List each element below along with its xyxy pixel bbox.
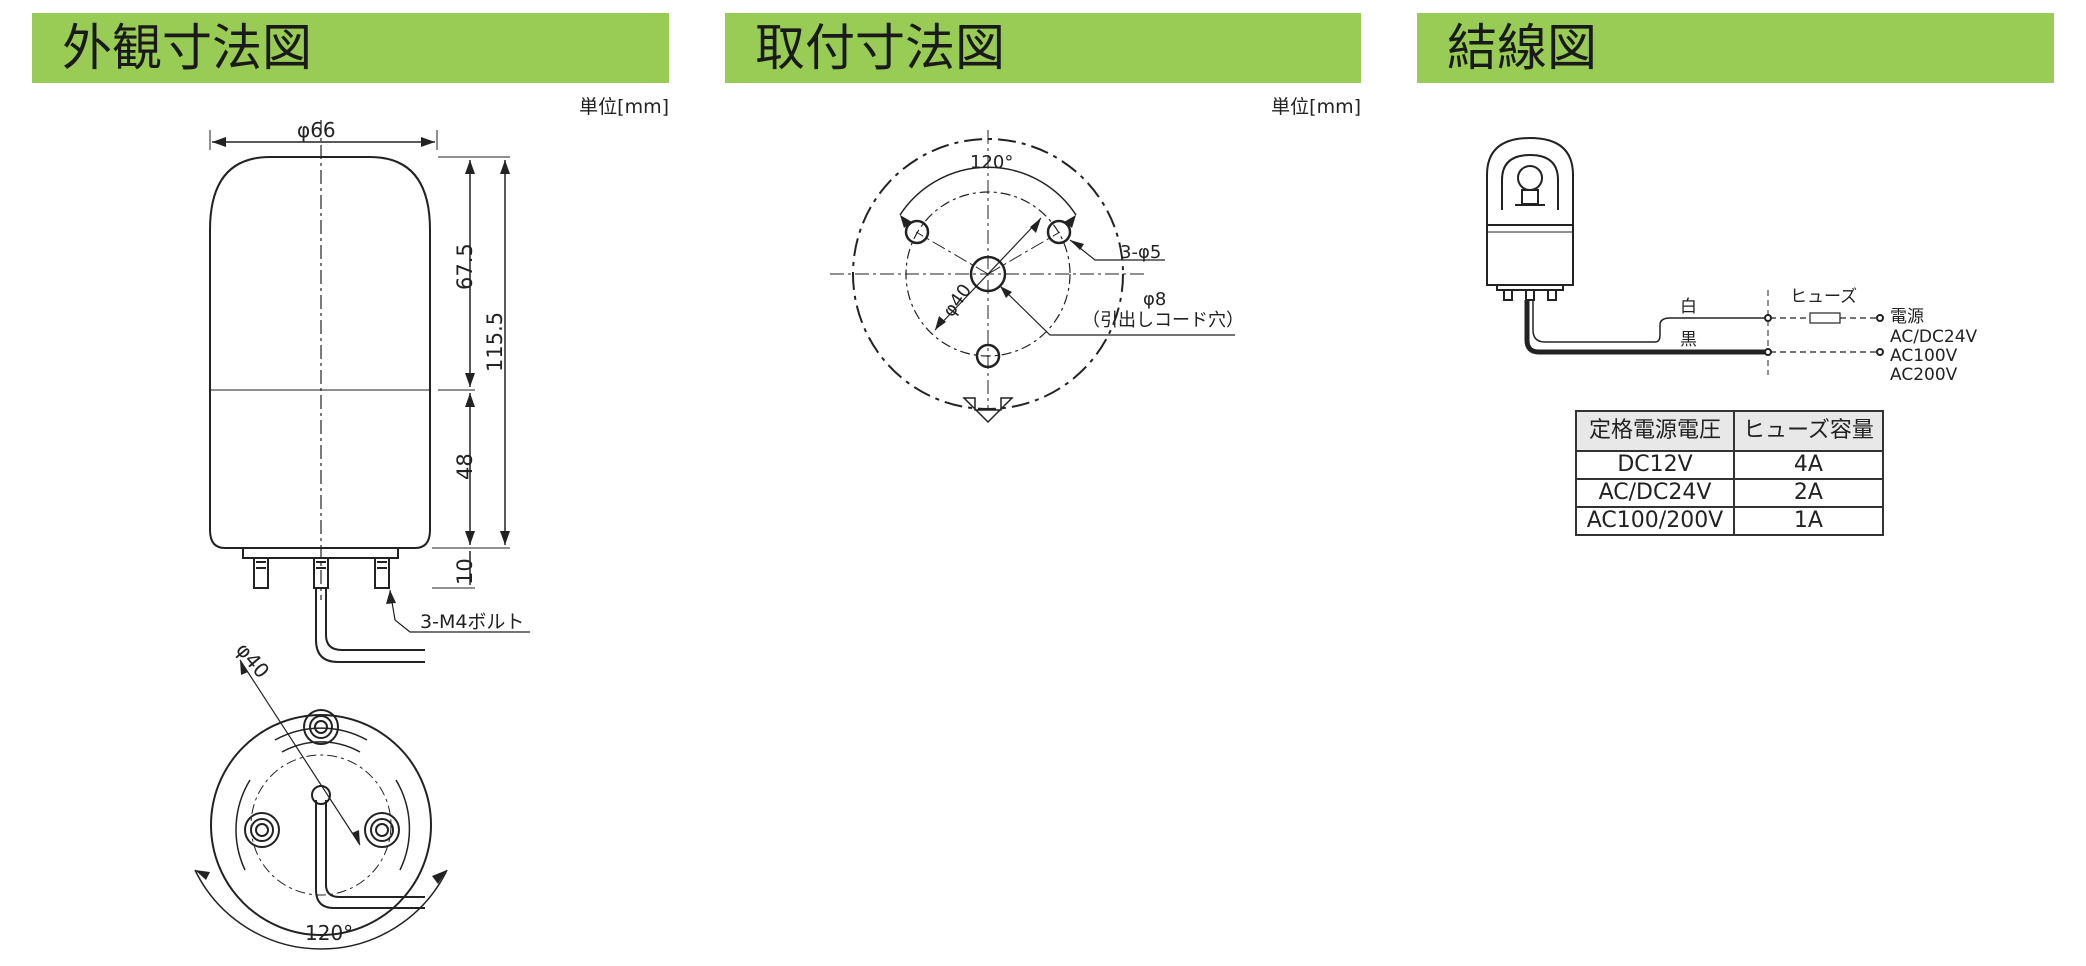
dim-bolt-length-label: 10	[453, 558, 477, 585]
table-row: DC12V 4A	[1575, 450, 1884, 480]
fuse-label: ヒューズ	[1790, 287, 1857, 307]
external-unit-label: 単位[mm]	[579, 96, 669, 118]
table-header-voltage: 定格電源電圧	[1575, 410, 1735, 452]
bolts-label: 3-M4ボルト	[420, 611, 524, 633]
voltage-label-3: AC200V	[1890, 365, 1958, 385]
wiring-title: 結線図	[1417, 13, 2054, 83]
external-dimension-title: 外観寸法図	[32, 13, 669, 83]
table-cell: 4A	[1733, 450, 1884, 480]
table-cell: DC12V	[1575, 450, 1735, 480]
voltage-label-1: AC/DC24V	[1890, 327, 1978, 347]
cord-hole-label: φ8	[1143, 289, 1166, 310]
wiring-panel: 結線図	[1417, 0, 2054, 966]
table-cell: 2A	[1733, 478, 1884, 508]
table-header-fuse: ヒューズ容量	[1733, 410, 1884, 452]
table-cell: AC100/200V	[1575, 506, 1735, 536]
table-cell: AC/DC24V	[1575, 478, 1735, 508]
power-label: 電源	[1890, 307, 1924, 327]
table-cell: 1A	[1733, 506, 1884, 536]
mount-angle-label: 120°	[970, 152, 1013, 173]
fuse-capacity-table: 定格電源電圧 ヒューズ容量 DC12V 4A AC/DC24V 2A AC100…	[1575, 410, 1884, 536]
voltage-label-2: AC100V	[1890, 346, 1958, 366]
dim-total-label: 115.5	[483, 312, 507, 372]
table-row: AC100/200V 1A	[1575, 506, 1884, 536]
cord-hole-note: （引出しコード穴）	[1082, 310, 1244, 331]
dim-dome-label: 67.5	[453, 243, 477, 290]
table-row: AC/DC24V 2A	[1575, 478, 1884, 508]
mounting-dimension-panel: 取付寸法図 単位[mm]	[725, 0, 1361, 966]
bottom-angle-label: 120°	[305, 921, 353, 945]
mounting-dimension-title: 取付寸法図	[725, 13, 1361, 83]
dim-width-label: φ66	[297, 118, 336, 142]
wire-black-label: 黒	[1680, 330, 1697, 350]
wire-white-label: 白	[1680, 297, 1697, 317]
mounting-unit-label: 単位[mm]	[1271, 96, 1361, 118]
mount-holes-label: 3-φ5	[1120, 242, 1161, 263]
dim-base-label: 48	[453, 453, 477, 480]
external-dimension-panel: 外観寸法図 単位[mm]	[32, 0, 669, 966]
